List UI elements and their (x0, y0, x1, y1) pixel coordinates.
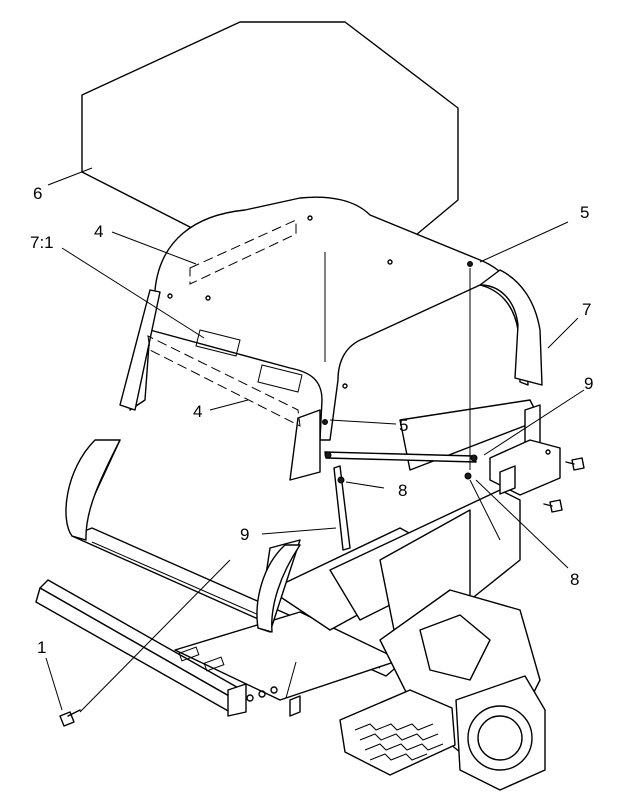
callout-8-center: 8 (398, 481, 407, 500)
callout-4-lower: 4 (193, 402, 202, 421)
callout-5-right: 5 (580, 203, 589, 222)
frame-chassis (35, 399, 546, 791)
callout-6: 6 (33, 184, 42, 203)
callout-labels: 1 4 4 5 5 6 7 7:1 8 8 9 9 (30, 184, 593, 657)
callout-7: 7 (582, 300, 591, 319)
right-mount-bracket (489, 439, 561, 496)
rollover-bar-frame (65, 196, 543, 633)
decal-dashed-strips (147, 219, 301, 427)
leader-lines (45, 167, 585, 711)
callout-9-right: 9 (584, 374, 593, 393)
callout-8-right: 8 (570, 570, 579, 589)
assembly-lines (79, 252, 501, 713)
tread-steps (354, 723, 444, 761)
callout-9-center: 9 (240, 525, 249, 544)
callout-4-top: 4 (94, 222, 103, 241)
strut-rods (324, 451, 478, 551)
callout-5-center: 5 (399, 416, 408, 435)
callout-1: 1 (37, 638, 46, 657)
callout-7-1: 7:1 (30, 233, 54, 252)
bolts (59, 261, 585, 727)
